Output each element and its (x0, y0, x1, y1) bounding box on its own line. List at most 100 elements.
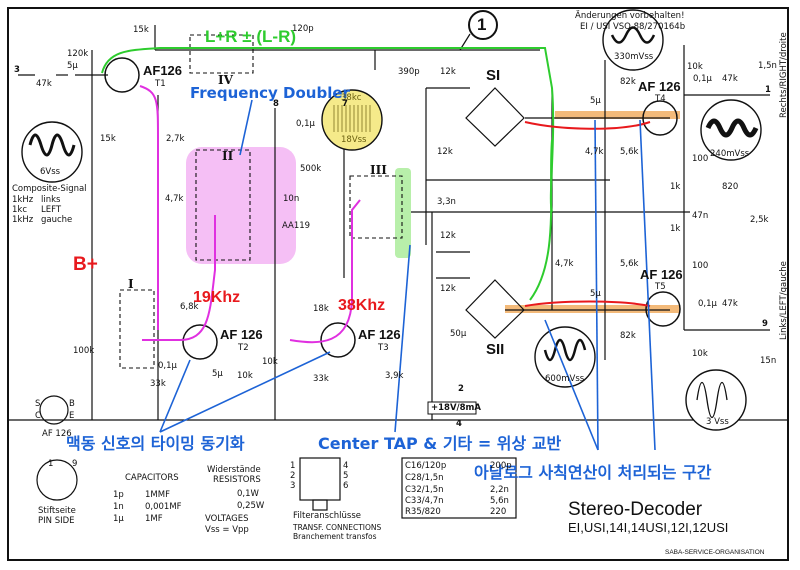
t5-ref: T5 (655, 282, 666, 292)
c14-value: 50µ (450, 329, 467, 339)
red-path-left (524, 300, 651, 307)
pin-1: 1 (765, 85, 771, 95)
footer-title: Stereo-Decoder (568, 499, 703, 520)
transistor-t3 (320, 322, 356, 358)
plug-pin-1: 1 (48, 459, 54, 469)
c21-value: 3,3n (437, 197, 456, 207)
magenta-path-19k-b (142, 215, 216, 341)
change-row-4-from: C33/4,7n (405, 496, 444, 506)
filter-iii (349, 175, 403, 239)
cap-row-2-val: 0,001MF (145, 502, 182, 512)
filter-iv-label: IV (218, 73, 233, 87)
c32-value: 15n (760, 356, 777, 366)
c31-value: 0,1µ (698, 299, 717, 309)
bridge-sii (465, 279, 525, 339)
right-path-highlight (555, 111, 680, 119)
filter-iv (189, 34, 254, 74)
r12-value: 10k (262, 357, 278, 367)
cap-row-3-key: 1µ (113, 514, 124, 524)
filter-title-fr: Branchement transfos (293, 532, 377, 541)
r4-value: 15k (133, 25, 149, 35)
change-row-5-from: R35/820 (405, 507, 441, 517)
r28-value: 82k (620, 331, 636, 341)
annotation-pointers (159, 99, 656, 451)
c28-value: 1,5n (758, 61, 777, 71)
supply-label: +18V/8mA (431, 403, 481, 413)
plug-side-de: Stiftseite (38, 506, 76, 516)
composite-line-3b: gauche (41, 215, 73, 225)
center-tap-highlight (395, 168, 411, 258)
marker-1-label: 1 (477, 15, 487, 34)
magenta-path-38k (289, 199, 361, 344)
change-row-1-to: 200p (490, 461, 512, 471)
filter-connector-drawing (299, 457, 341, 511)
c3-value: 0,1µ (158, 361, 177, 371)
pin-8: 8 (273, 99, 279, 109)
red-path-right (524, 121, 651, 130)
scope-left-out-label: 3 Vss (706, 417, 729, 427)
r37-value: 100 (692, 261, 709, 271)
t3-type: AF 126 (358, 327, 401, 342)
footer-models: EI,USI,14I,14USI,12I,12USI (568, 520, 729, 535)
r32-value: 47k (722, 74, 738, 84)
doubler-highlight (186, 147, 296, 264)
left-channel-label: Links/LEFT/gauche (779, 261, 789, 340)
transistor-t5 (645, 291, 681, 327)
composite-line-2b: LEFT (41, 205, 62, 215)
bridge-si (465, 87, 525, 147)
voltages-title: VOLTAGES (205, 514, 249, 524)
frequency-doubler-label: Frequency Doubler (190, 84, 350, 102)
c6-value: 5µ (212, 369, 223, 379)
scope-left-out (685, 369, 747, 431)
38khz-label: 38Khz (338, 297, 386, 314)
pin-2: 2 (458, 384, 464, 394)
r21-value: 12k (437, 147, 453, 157)
p2-value: 2,5k (750, 215, 769, 225)
c18-value: 0,1µ (296, 119, 315, 129)
filter-pin-2: 2 (290, 471, 296, 481)
scope-38k (321, 89, 383, 151)
change-row-4-to: 5,6n (490, 496, 509, 506)
analog-arith-annotation: 아날로그 사칙연산이 처리되는 구간 (474, 463, 712, 482)
transistor-t1 (104, 57, 140, 93)
magenta-path-19k (139, 85, 159, 330)
filter-pin-6: 6 (343, 481, 349, 491)
change-row-3-from: C32/1,5n (405, 485, 444, 495)
r1-value: 47k (36, 79, 52, 89)
r41-value: 47k (722, 299, 738, 309)
r33-value: 100 (692, 154, 709, 164)
t1-ref: T1 (155, 79, 166, 89)
pinout-s: S (35, 399, 41, 409)
scope-38k-freq: 38kc (341, 93, 362, 103)
r26-value: 5,6k (620, 147, 639, 157)
t4-ref: T4 (655, 94, 666, 104)
composite-line-3a: 1kHz (12, 215, 34, 225)
t3-ref: T3 (378, 343, 389, 353)
filter-pin-5: 5 (343, 471, 349, 481)
transistor-pinout-drawing (39, 395, 69, 425)
right-channel-label: Rechts/RIGHT/droite (779, 32, 789, 118)
plug-pin-9: 9 (72, 459, 78, 469)
voltages-note: Vss = Vpp (205, 525, 249, 535)
r24-value: 4,7k (555, 259, 574, 269)
footer-org: SABA-SERVICE-ORGANISATION (665, 549, 765, 556)
scope-sii (534, 326, 596, 388)
resistor-rating-2: 0,25W (237, 501, 265, 511)
filter-i-label: I (128, 277, 134, 291)
plug-drawing (36, 459, 78, 501)
filter-ii (195, 149, 251, 261)
bridge-sii-label: SII (486, 341, 505, 358)
pinout-e: E (69, 411, 75, 421)
change-row-2-from: C28/1,5n (405, 473, 444, 483)
r19-value: 12k (440, 231, 456, 241)
pinout-c: C (35, 411, 41, 421)
filter-ii-label: II (222, 149, 234, 163)
revision-note-1: Änderungen vorbehalten! (575, 11, 685, 21)
cap-row-2-key: 1n (113, 502, 124, 512)
pin-4: 4 (456, 419, 462, 429)
r8-value: 33k (150, 379, 166, 389)
r17-value: 18k (313, 304, 329, 314)
r11-value: 10k (237, 371, 253, 381)
c16-value: 120p (292, 24, 314, 34)
